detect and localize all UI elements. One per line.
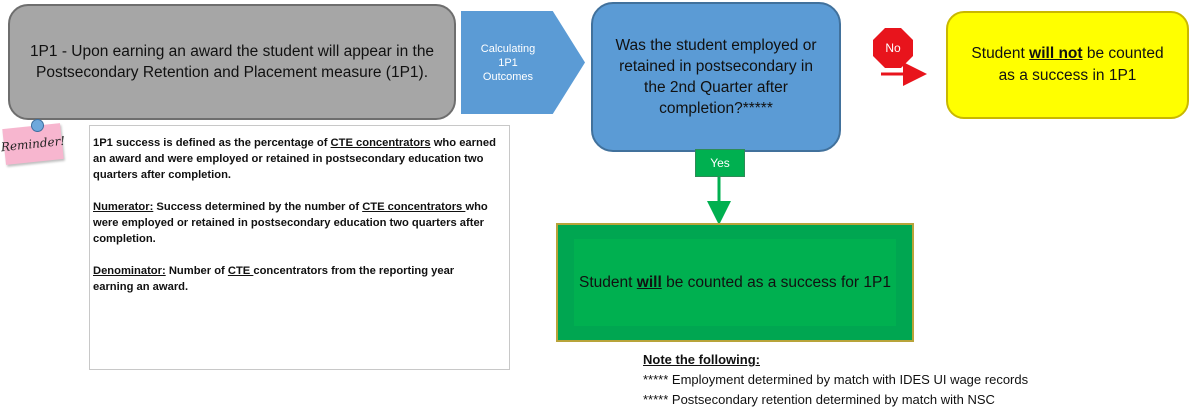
numerator-text-2: who were employed or retained in postsec… <box>93 201 488 245</box>
calc-line-1: Calculating <box>480 42 536 55</box>
pushpin-icon <box>31 119 44 132</box>
calc-line-2: 1P1 <box>498 56 518 69</box>
step-award-box: 1P1 - Upon earning an award the student … <box>8 4 456 120</box>
numerator-text-1: Success determined by the number of <box>153 201 363 213</box>
numerator-paragraph: Numerator: Success determined by the num… <box>93 199 497 247</box>
success-inner: Student will be counted as a success for… <box>574 239 896 326</box>
denominator-label: Denominator: <box>93 265 166 277</box>
notes-section: Note the following: ***** Employment det… <box>643 350 1193 410</box>
not-success-box: Student will not be counted as a success… <box>946 11 1189 119</box>
numerator-label: Numerator: <box>93 201 154 213</box>
success-bold: will <box>636 273 662 291</box>
reminder-label: Reminder! <box>0 133 66 155</box>
success-pre: Student <box>579 273 637 291</box>
definition-term: CTE concentrators <box>330 137 431 149</box>
definition-box: 1P1 success is defined as the percentage… <box>89 125 510 370</box>
denominator-text-2: concentrators from the reporting year ea… <box>93 265 455 293</box>
question-text: Was the student employed or retained in … <box>615 37 817 117</box>
calculating-label: Calculating 1P1 Outcomes <box>461 11 555 114</box>
not-success-post: be counted as a success in 1P1 <box>998 45 1164 84</box>
numerator-term: CTE concentrators <box>362 201 466 213</box>
success-box: Student will be counted as a success for… <box>556 223 914 342</box>
notes-heading: Note the following: <box>643 352 760 367</box>
calc-line-3: Outcomes <box>482 70 534 83</box>
denominator-paragraph: Denominator: Number of CTE concentrators… <box>93 263 497 295</box>
note-item-employment: ***** Employment determined by match wit… <box>643 372 1029 387</box>
question-box: Was the student employed or retained in … <box>591 2 841 152</box>
yes-label: Yes <box>710 156 730 170</box>
definition-text-2: who earned an award and were employed or… <box>93 137 496 181</box>
yes-tag: Yes <box>695 149 745 177</box>
definition-text-1: 1P1 success is defined as the percentage… <box>93 137 331 149</box>
not-success-pre: Student <box>971 45 1030 62</box>
not-success-bold: will not <box>1029 45 1083 62</box>
definition-paragraph: 1P1 success is defined as the percentage… <box>93 135 497 183</box>
success-text: Student will be counted as a success for… <box>579 274 891 292</box>
no-label: No <box>885 41 901 55</box>
note-item-retention: ***** Postsecondary retention determined… <box>643 392 995 407</box>
denominator-text-1: Number of <box>165 265 228 277</box>
denominator-term: CTE <box>227 265 254 277</box>
not-success-text: Student will not be counted as a success… <box>968 43 1167 87</box>
success-post: be counted as a success for 1P1 <box>661 273 891 291</box>
step-award-text: 1P1 - Upon earning an award the student … <box>29 43 435 81</box>
no-stop-sign: No <box>873 28 913 68</box>
